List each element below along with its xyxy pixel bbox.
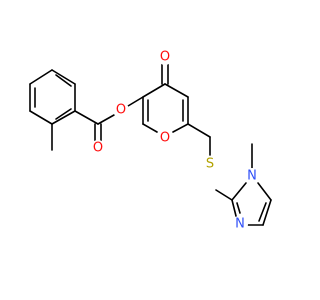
svg-text:S: S	[206, 157, 214, 172]
bond	[236, 202, 241, 214]
bond	[231, 199, 237, 217]
bond	[127, 96, 144, 107]
atom-ring-oxygen: O	[157, 130, 173, 146]
atom-ketone-oxygen: O	[157, 49, 173, 65]
bond-lines	[29, 63, 272, 226]
svg-text:O: O	[160, 131, 170, 146]
bond	[262, 199, 272, 226]
atom-labels: O O O O S N N	[90, 49, 260, 232]
molecule-structure-diagram: O O O O S N N	[29, 49, 272, 232]
bond	[172, 123, 189, 133]
svg-text:N: N	[235, 217, 245, 232]
atom-sulfur: S	[202, 156, 218, 172]
atom-ester-oxygen: O	[113, 102, 129, 118]
bond	[74, 110, 99, 125]
atom-methyl-nitrogen: N	[244, 168, 260, 184]
bond	[51, 69, 76, 85]
bond	[55, 108, 72, 120]
bond	[258, 202, 267, 222]
bond	[142, 83, 166, 98]
bond	[97, 114, 115, 125]
bond	[257, 182, 272, 201]
bond	[29, 110, 53, 125]
svg-text:O: O	[160, 50, 170, 65]
svg-text:N: N	[247, 169, 257, 184]
bond	[231, 182, 247, 201]
atom-carbonyl-oxygen: O	[90, 140, 106, 156]
bond	[29, 69, 53, 85]
svg-text:O: O	[116, 103, 126, 118]
bond	[215, 189, 233, 201]
atom-ring-nitrogen: N	[232, 216, 248, 232]
bond	[187, 123, 211, 138]
bond	[164, 83, 189, 98]
svg-text:O: O	[93, 141, 103, 156]
bond	[142, 123, 158, 133]
bond	[55, 74, 72, 87]
bond	[51, 110, 76, 125]
